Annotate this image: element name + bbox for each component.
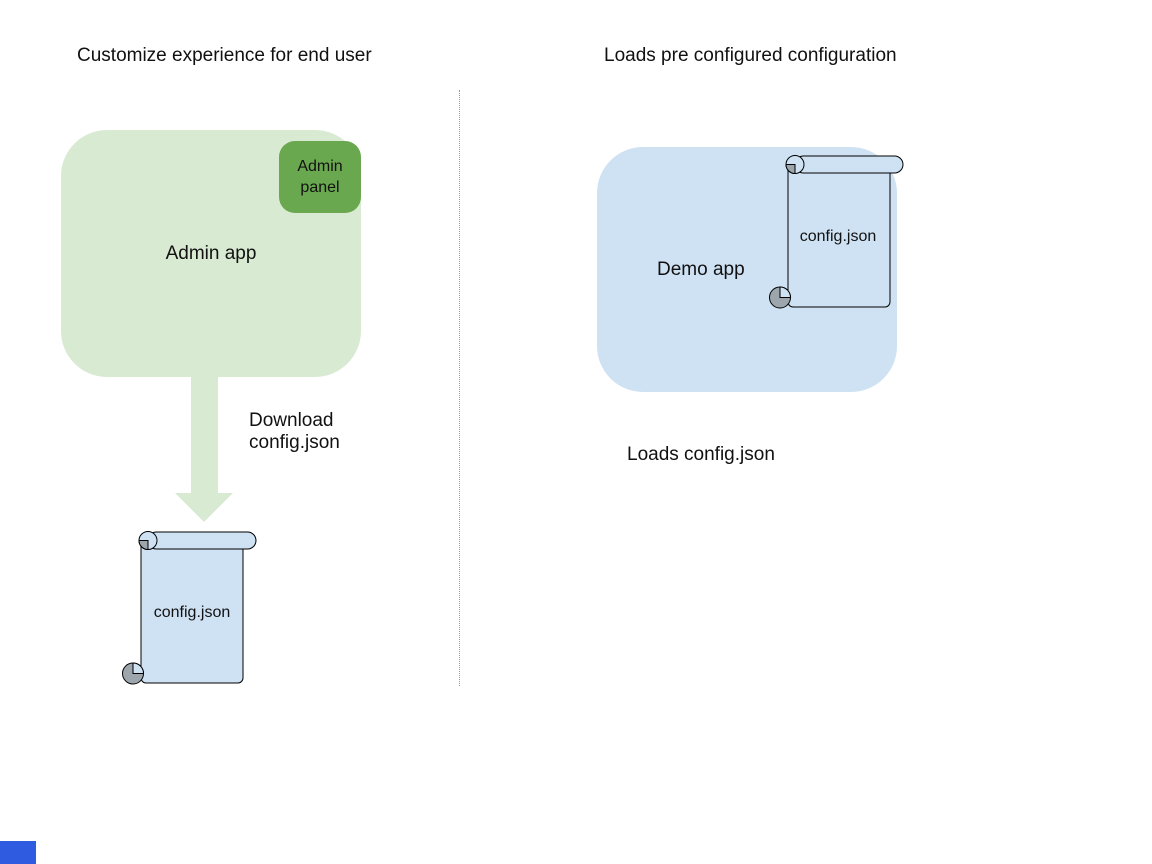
- dashed-divider: [459, 90, 460, 686]
- left-config-json-label: config.json: [153, 604, 231, 621]
- loads-config-caption: Loads config.json: [627, 444, 775, 465]
- admin-panel-label: Admin panel: [297, 158, 343, 196]
- scroll-document-icon: [769, 155, 904, 309]
- admin-app-box: Admin app Admin panel: [61, 130, 361, 377]
- scroll-top-bar: [147, 531, 257, 550]
- corner-blue-square: [0, 841, 36, 864]
- admin-panel-box: Admin panel: [279, 141, 361, 213]
- scroll-top-bar: [794, 155, 904, 174]
- right-section-title: Loads pre configured configuration: [604, 45, 897, 66]
- admin-app-label: Admin app: [165, 242, 257, 264]
- right-config-json-label: config.json: [799, 228, 877, 245]
- left-section-title: Customize experience for end user: [77, 45, 372, 66]
- scroll-document-icon: [122, 531, 257, 685]
- download-arrow-icon: [175, 375, 233, 522]
- demo-app-label: Demo app: [657, 259, 745, 280]
- download-config-caption: Download config.json: [249, 410, 340, 453]
